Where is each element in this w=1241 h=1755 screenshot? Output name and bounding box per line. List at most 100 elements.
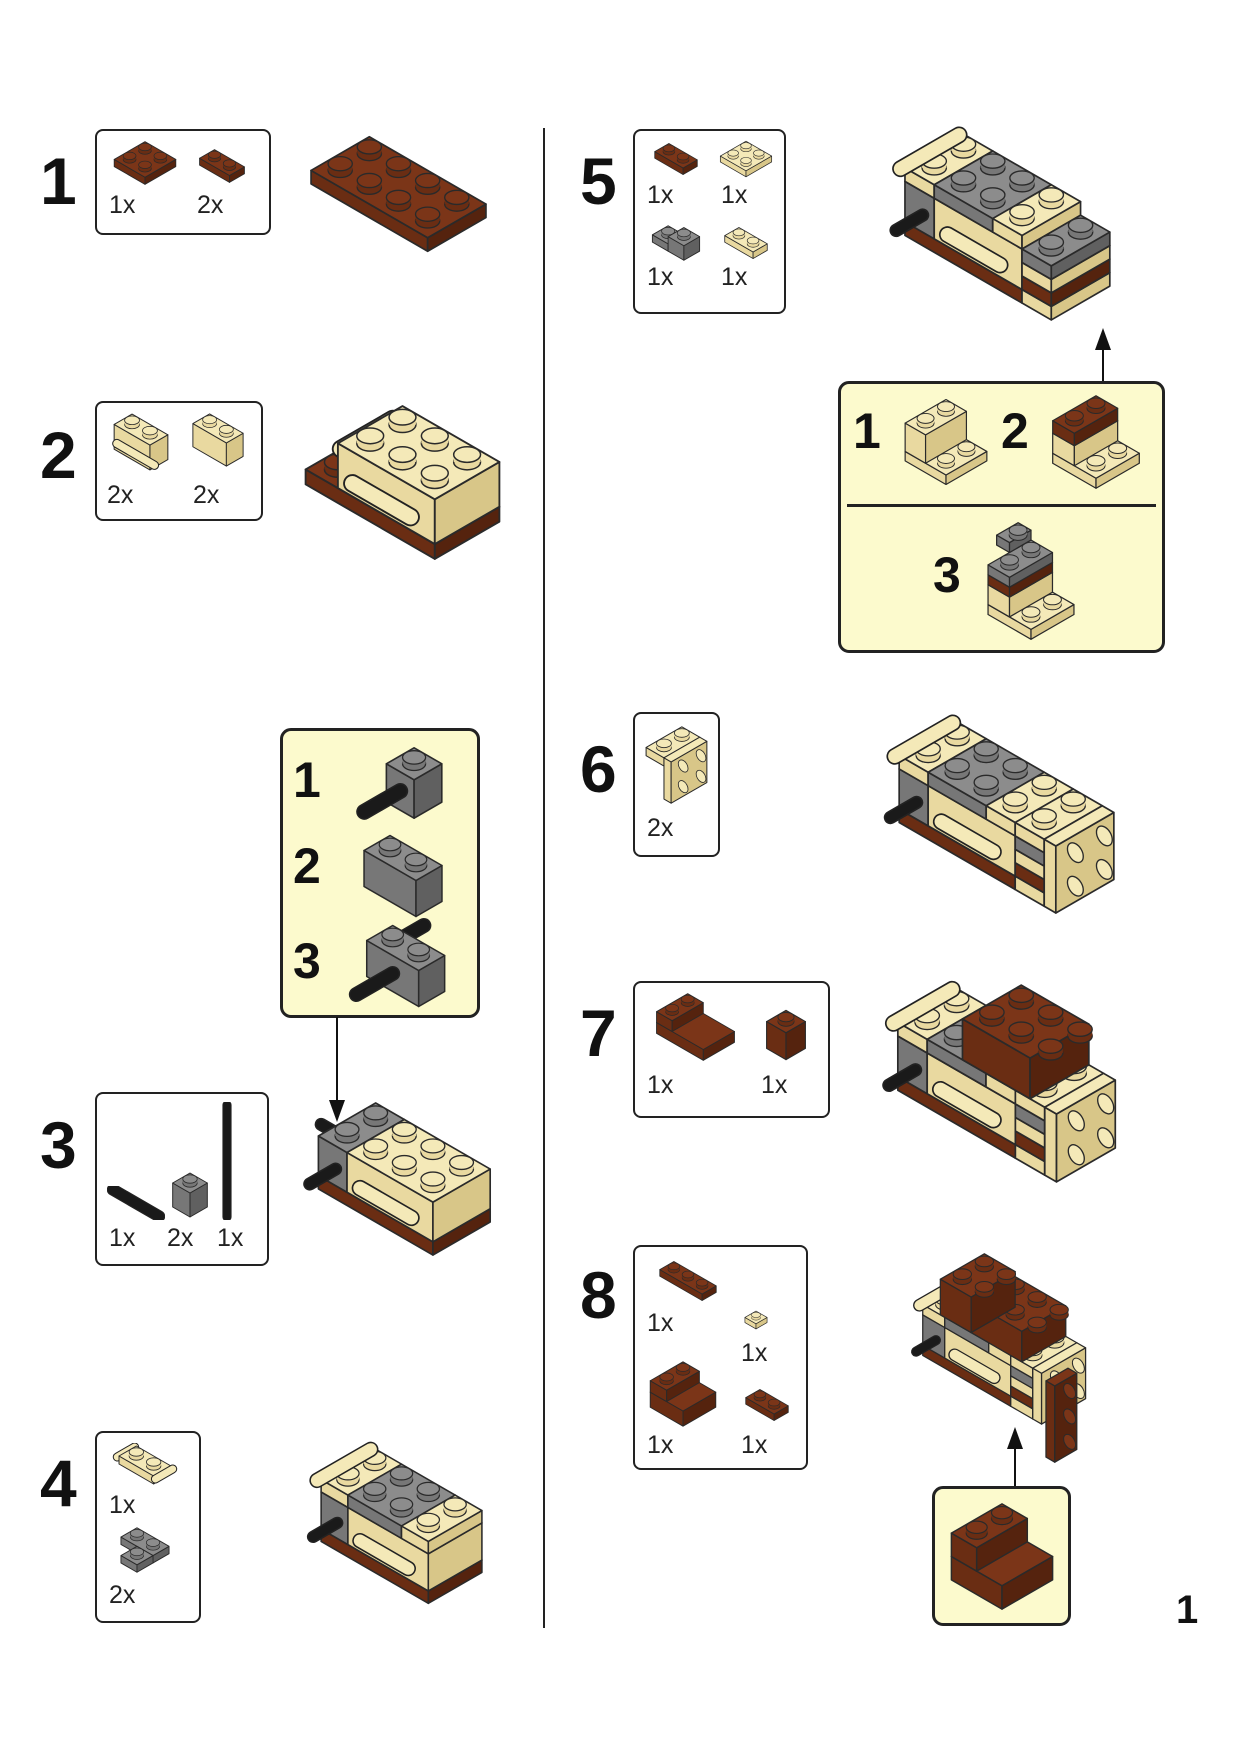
tan-brick xyxy=(192,413,244,467)
tan-brick xyxy=(1043,804,1115,914)
stud xyxy=(153,151,168,164)
scene-group xyxy=(107,1186,165,1220)
substep-number: 3 xyxy=(933,547,961,603)
stud xyxy=(1021,606,1041,623)
part-brown-plate-2x2 xyxy=(113,141,177,185)
stud xyxy=(407,942,431,963)
stud xyxy=(129,1529,145,1542)
scene-group xyxy=(199,149,245,183)
stud xyxy=(659,1372,674,1386)
part-gray-corner-plate xyxy=(120,1527,170,1573)
brown-brick xyxy=(310,135,487,253)
stud xyxy=(1060,791,1086,814)
stud xyxy=(363,1138,389,1161)
stud xyxy=(391,1121,417,1144)
brown-brick xyxy=(939,1253,1017,1334)
stud xyxy=(740,157,752,167)
axle xyxy=(882,1063,923,1092)
tan-brick xyxy=(1043,1072,1117,1183)
stud xyxy=(921,153,948,176)
stud xyxy=(1000,554,1019,571)
gray-brick xyxy=(667,227,701,261)
part-count: 1x xyxy=(217,1224,244,1252)
scene-group xyxy=(304,405,501,560)
stud xyxy=(1037,1038,1064,1061)
stud xyxy=(420,1138,446,1161)
stud xyxy=(327,155,353,179)
scene-group xyxy=(987,522,1075,640)
stud xyxy=(222,159,237,171)
model-step-6 xyxy=(883,714,1115,914)
stud xyxy=(414,206,441,229)
stud xyxy=(1031,808,1057,831)
stud xyxy=(974,1255,995,1273)
axle xyxy=(883,795,924,825)
stud xyxy=(219,424,234,438)
handle-bar xyxy=(112,438,160,470)
substep-image-1 xyxy=(904,398,988,486)
stud xyxy=(979,187,1006,210)
step-number: 8 xyxy=(580,1258,617,1332)
stud xyxy=(128,1447,144,1461)
stud xyxy=(662,144,676,156)
stud xyxy=(404,852,428,873)
stud xyxy=(665,1003,679,1016)
model-step-1 xyxy=(310,135,487,253)
tan-brick xyxy=(724,227,768,259)
callout-separator xyxy=(847,504,1156,507)
scene-group xyxy=(950,1503,1054,1610)
sub-assembly-callout-step-5: 1 2 3 xyxy=(838,381,1165,653)
axle xyxy=(306,1516,344,1544)
stud xyxy=(1049,1303,1069,1321)
substep-number: 2 xyxy=(293,838,321,894)
part-count: 1x xyxy=(647,1071,674,1099)
brown-brick xyxy=(656,993,704,1032)
stud xyxy=(1009,204,1035,227)
model-step-2 xyxy=(304,405,501,560)
side-stud xyxy=(1066,875,1084,897)
substep-image-3 xyxy=(987,522,1075,640)
handle-bar xyxy=(948,1348,1001,1385)
part-tan-brick-1x2 xyxy=(192,413,244,467)
stud xyxy=(1038,234,1065,257)
parts-list-step-2: 2x 2x xyxy=(95,401,263,521)
arrow-head-icon xyxy=(1007,1427,1023,1449)
stud xyxy=(978,1004,1005,1027)
scene-group xyxy=(310,135,487,253)
substep-image-2 xyxy=(1052,395,1140,489)
parts-list-step-1: 1x 2x xyxy=(95,129,271,235)
axle xyxy=(889,208,930,238)
part-count: 1x xyxy=(741,1339,768,1367)
stud xyxy=(1021,541,1041,559)
stud xyxy=(952,1268,973,1286)
stud xyxy=(138,160,152,173)
handle-bar xyxy=(309,1441,379,1489)
part-gray-plate-with-clip xyxy=(651,225,701,261)
stud xyxy=(1008,1021,1035,1044)
stud xyxy=(777,1011,795,1027)
stud xyxy=(916,412,935,429)
callout-arrow xyxy=(336,1017,338,1107)
part-count: 1x xyxy=(741,1431,768,1459)
tan-brick xyxy=(744,1310,768,1330)
gray-brick xyxy=(996,522,1032,554)
scene-group xyxy=(659,1261,717,1301)
stud xyxy=(746,236,760,248)
handle-bar xyxy=(886,714,962,765)
stud xyxy=(388,445,417,471)
stud xyxy=(420,427,449,452)
stud xyxy=(401,750,427,772)
stud xyxy=(965,1520,988,1540)
scene-group xyxy=(645,726,708,804)
stud xyxy=(695,1278,709,1290)
sub-assembly-callout-step-8 xyxy=(932,1486,1071,1626)
stud xyxy=(973,774,999,797)
stud xyxy=(122,151,137,164)
stud xyxy=(124,415,140,430)
parts-list-step-8: 1x 1x 1x 1x xyxy=(633,1245,808,1470)
stud xyxy=(656,738,672,753)
part-tan-brick-with-handle xyxy=(112,413,169,471)
axle xyxy=(303,1162,343,1191)
part-count: 1x xyxy=(647,181,674,209)
brown-brick xyxy=(649,1361,700,1403)
